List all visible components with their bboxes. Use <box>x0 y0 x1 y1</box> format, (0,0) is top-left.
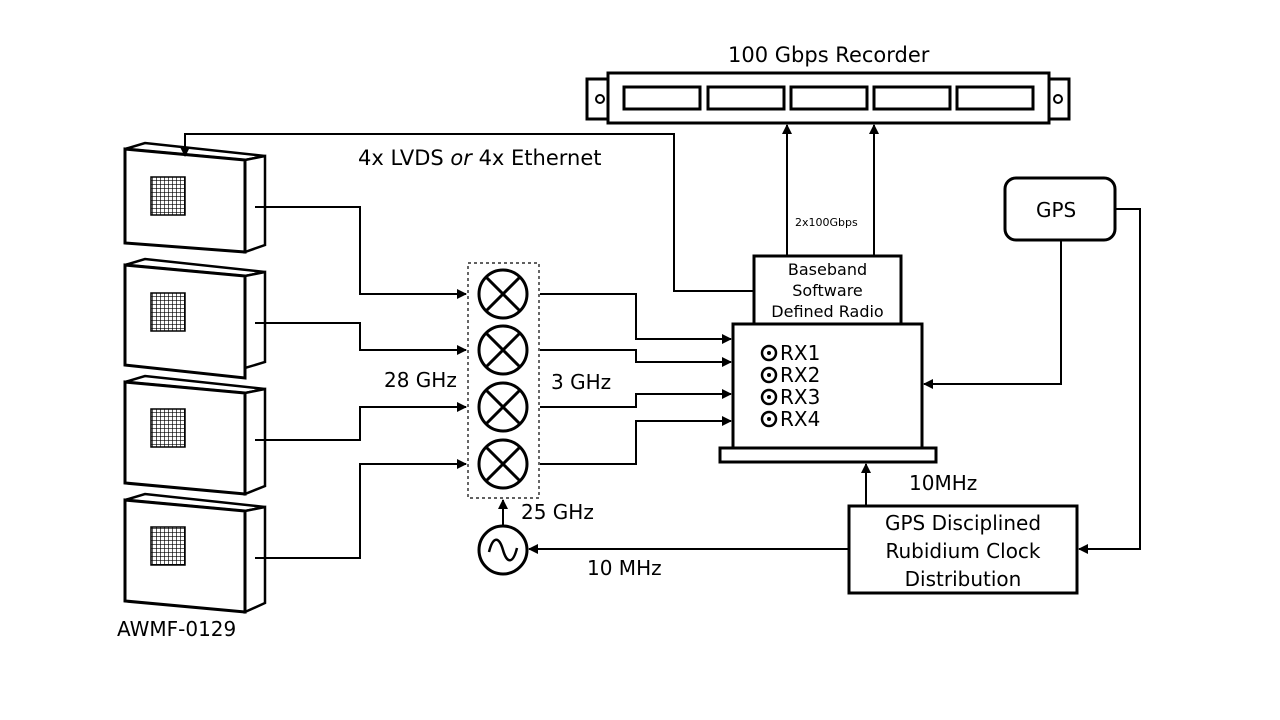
lvds-label: 4x LVDS <box>358 146 451 170</box>
sdr-title-line3: Defined Radio <box>771 302 884 321</box>
sdr-base-plate <box>718 446 938 464</box>
lo-frequency-label: 25 GHz <box>521 500 594 524</box>
lvds-ethernet-label: 4x LVDS or 4x Ethernet <box>358 146 602 170</box>
rx-port-icon <box>760 410 778 428</box>
mixer-icon <box>477 381 529 433</box>
reference-lo-label: 10 MHz <box>587 556 662 580</box>
antenna-array-icon <box>150 292 186 332</box>
antenna-module-3 <box>123 374 267 496</box>
rx-port-icon <box>760 366 778 384</box>
rf-wire-2 <box>255 322 467 355</box>
recorder-drive-bay <box>789 85 869 111</box>
antenna-array-icon <box>150 176 186 216</box>
if-wire-4 <box>540 416 732 465</box>
if-frequency-label: 3 GHz <box>551 370 612 394</box>
rf-wire-1 <box>255 206 467 299</box>
rack-hole-left <box>595 94 605 104</box>
sdr-title: Baseband Software Defined Radio <box>754 259 901 322</box>
mixer-icon <box>477 268 529 320</box>
reference-sdr-label: 10MHz <box>909 471 978 495</box>
gps-label: GPS <box>1036 198 1077 222</box>
sdr-receiver-box <box>731 322 924 450</box>
antenna-module-2 <box>123 257 267 380</box>
sdr-baseband-box <box>752 254 903 326</box>
rx-port-icon <box>760 344 778 362</box>
clock-title-line3: Distribution <box>904 567 1022 591</box>
clock-title-line1: GPS Disciplined <box>884 511 1042 535</box>
recorder-drive-bay <box>706 85 786 111</box>
if-wire-1 <box>540 293 732 344</box>
antenna-array-icon <box>150 408 186 448</box>
sdr-title-line1: Baseband <box>787 260 868 279</box>
mixer-bank <box>467 262 540 499</box>
rack-hole-right <box>1053 94 1063 104</box>
rx-port-label-4: RX4 <box>780 407 821 431</box>
recorder-drive-bay <box>955 85 1035 111</box>
recorder-drive-bay <box>622 85 702 111</box>
ethernet-label: 4x Ethernet <box>471 146 602 170</box>
antenna-array-icon <box>150 526 186 566</box>
antenna-module-1 <box>123 141 267 254</box>
rx-port-label-3: RX3 <box>780 385 821 409</box>
gps-sdr-wire <box>923 240 1062 389</box>
signal-wires <box>180 124 1141 559</box>
rf-frequency-label: 28 GHz <box>384 368 457 392</box>
recorder-title: 100 Gbps Recorder <box>728 43 930 67</box>
rx-port-label-2: RX2 <box>780 363 821 387</box>
mixer-icon <box>477 324 529 376</box>
sdr-title-line2: Software <box>792 281 863 300</box>
recorder-rate-label: 2x100Gbps <box>795 216 858 229</box>
control-wire <box>180 133 754 292</box>
gps-clock-wire <box>1078 208 1141 554</box>
recorder-drive-bay <box>872 85 952 111</box>
clock-distribution-title: GPS Disciplined Rubidium Clock Distribut… <box>849 509 1077 593</box>
rx-port-label-1: RX1 <box>780 341 821 365</box>
rf-wire-4 <box>255 459 467 559</box>
recorder-unit <box>585 71 1071 125</box>
oscillator-icon <box>477 524 529 576</box>
rx-port-icon <box>760 388 778 406</box>
if-wire-3 <box>540 389 732 408</box>
antenna-part-label: AWMF-0129 <box>117 617 237 641</box>
rf-wire-3 <box>255 402 467 441</box>
if-wire-2 <box>540 349 732 367</box>
antenna-module-4 <box>123 492 267 614</box>
clock-title-line2: Rubidium Clock <box>885 539 1041 563</box>
or-label: or <box>450 146 472 170</box>
mixer-icon <box>477 438 529 490</box>
